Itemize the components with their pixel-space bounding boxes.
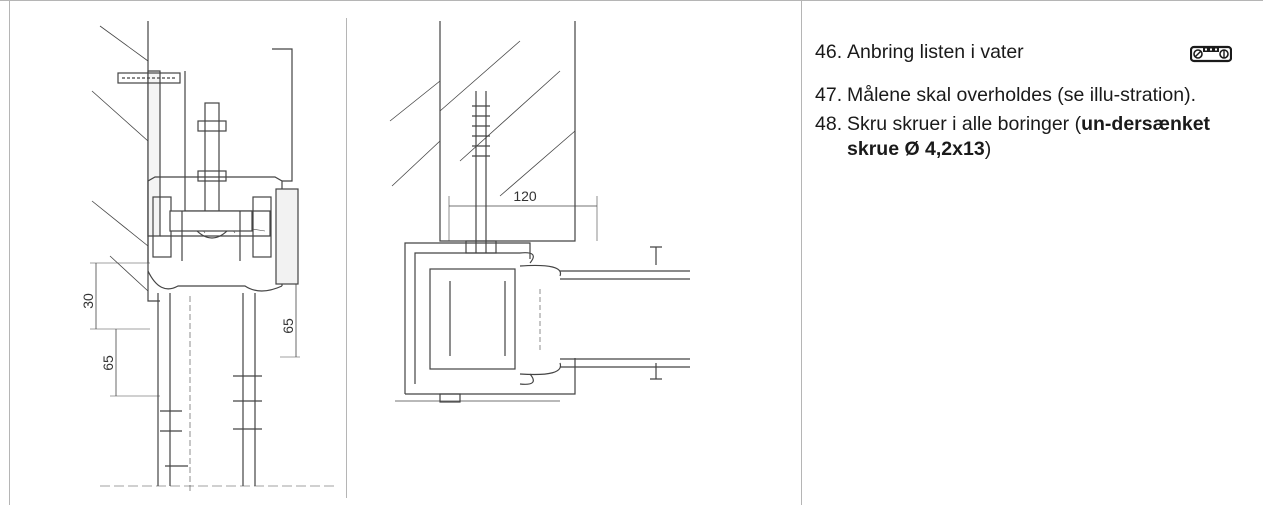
- instruction-steps: 46. Anbring listen i vater 47. Målene sk…: [815, 40, 1255, 162]
- spirit-level-icon: [1189, 44, 1233, 71]
- step-text-end: ): [984, 138, 992, 160]
- step-number: 48.: [815, 113, 843, 135]
- left-section-drawing: [90, 21, 335, 491]
- dimension-label-65-left: 65: [100, 355, 116, 371]
- step-text: Målene skal overholdes (se illu-stration…: [847, 84, 1196, 106]
- left-section-dimensions: 30 65 65: [80, 293, 296, 371]
- table-top-border: [0, 0, 1263, 1]
- screw-spec: un-dersænket skrue Ø 4,2x13: [847, 113, 1211, 160]
- technical-drawing: 30 65 65: [10, 1, 800, 505]
- drawing-divider: [346, 18, 347, 498]
- instruction-step-48: 48. Skru skruer i alle boringer (un-ders…: [815, 112, 1252, 162]
- step-text: Skru skruer i alle boringer (: [847, 113, 1082, 135]
- dimension-label-30: 30: [80, 293, 96, 309]
- step-text: Anbring listen i vater: [847, 41, 1024, 63]
- table-left-border: [9, 0, 10, 505]
- instruction-step-47: 47. Målene skal overholdes (se illu-stra…: [815, 83, 1252, 108]
- table-column-border: [801, 0, 802, 505]
- right-section-dimensions: 120: [513, 188, 537, 204]
- step-number: 47.: [815, 84, 843, 106]
- dimension-label-120: 120: [513, 188, 537, 204]
- instruction-step-46: 46. Anbring listen i vater: [815, 40, 1255, 65]
- step-number: 46.: [815, 41, 843, 63]
- dimension-label-65-right: 65: [280, 318, 296, 334]
- right-section-drawing: [389, 21, 690, 403]
